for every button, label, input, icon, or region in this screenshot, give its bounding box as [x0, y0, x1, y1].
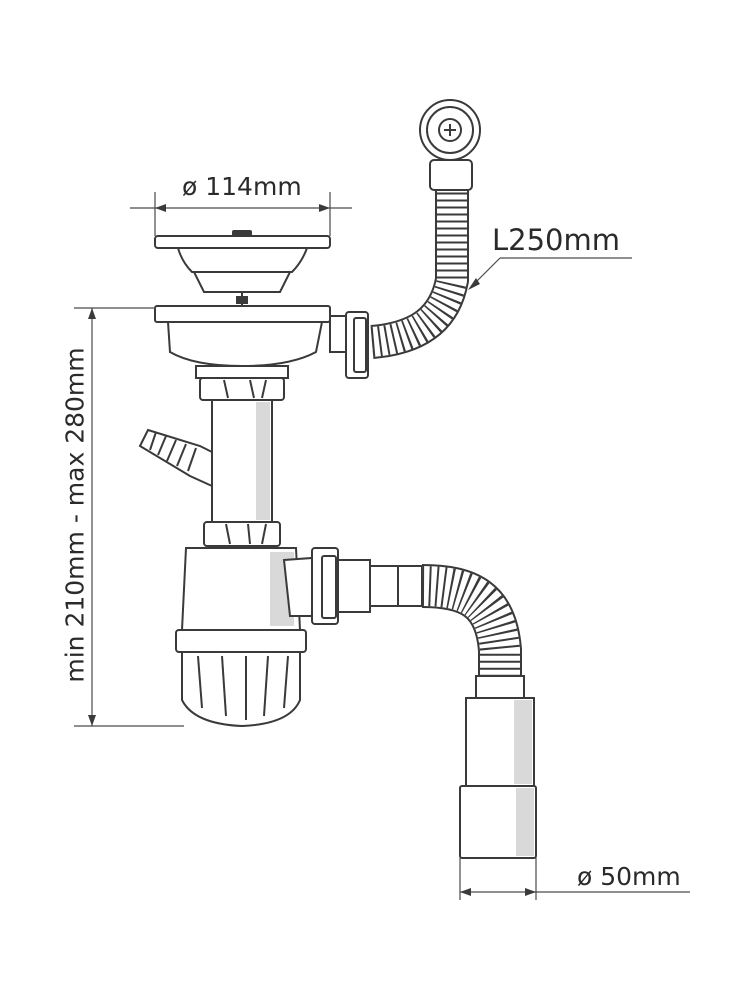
strainer-diameter-dimension — [130, 192, 352, 236]
sink-outlet-bowl — [154, 305, 331, 401]
strainer-diameter-label: ø 114mm — [182, 172, 302, 201]
overflow-connector — [329, 311, 369, 379]
height-range-label: min 210mm - max 280mm — [60, 347, 90, 683]
hose-length-label: L250mm — [492, 223, 621, 257]
overflow-hose — [370, 159, 473, 359]
strainer-basket — [154, 230, 331, 306]
appliance-inlet — [138, 428, 213, 488]
overflow-rose — [419, 99, 481, 161]
trap-outlet — [282, 547, 423, 625]
height-dimension — [74, 307, 184, 727]
hose-length-leader — [468, 257, 632, 290]
outlet-diameter-dimension — [459, 858, 690, 900]
standpipe — [203, 399, 281, 547]
outlet-pipe — [459, 675, 537, 859]
outlet-hose — [421, 564, 522, 676]
outlet-diameter-label: ø 50mm — [577, 862, 681, 891]
